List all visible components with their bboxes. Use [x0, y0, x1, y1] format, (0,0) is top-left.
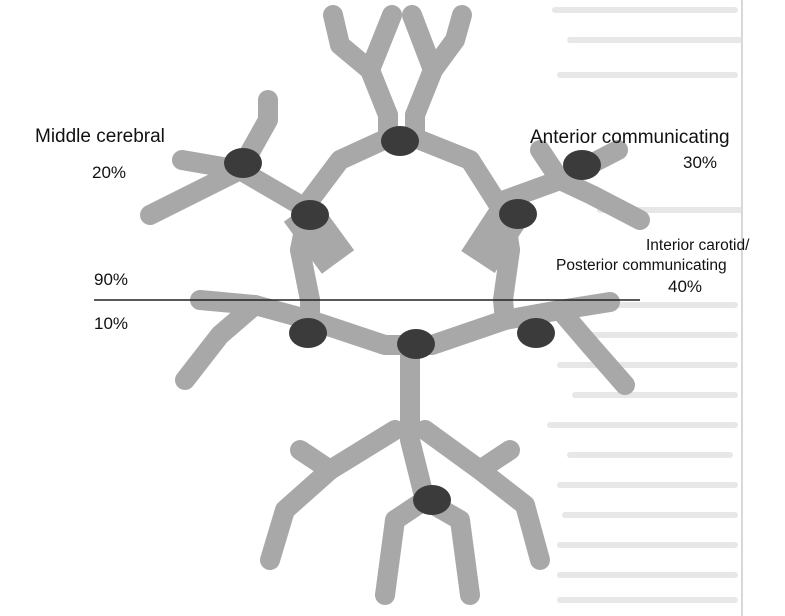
vessel-mca-right-upper	[540, 150, 560, 180]
label-interior-carotid: Interior carotid/	[646, 237, 749, 255]
aneurysm-posterior-left	[289, 318, 327, 348]
vessel-aca-right-inner	[412, 15, 433, 70]
label-middle-cerebral: Middle cerebral	[35, 126, 165, 148]
label-middle-cerebral-pct: 20%	[92, 163, 126, 183]
vessel-branch-left-small	[300, 450, 330, 470]
aneurysm-carotid-left	[291, 200, 329, 230]
vessel-mca-left-lower	[150, 170, 240, 215]
aneurysm-vertebral-junction	[413, 485, 451, 515]
vessel-mca-right-lower	[560, 180, 640, 220]
label-anterior-communicating: Anterior communicating	[530, 127, 730, 149]
aneurysm-posterior-right	[517, 318, 555, 348]
aneurysm-middle-cerebral-left	[224, 148, 262, 178]
aneurysm-middle-cerebral-right	[563, 150, 601, 180]
vessel-superior-cerebellar-left	[270, 430, 395, 560]
label-anterior-communicating-pct: 30%	[683, 153, 717, 173]
aneurysm-basilar-tip	[397, 329, 435, 359]
vessel-vertebral-left	[385, 500, 425, 595]
label-posterior-circulation-pct: 10%	[94, 314, 128, 334]
vessel-pca-right-lower	[560, 310, 625, 385]
aneurysm-carotid-right	[499, 199, 537, 229]
vessel-branch-right-small	[480, 450, 510, 470]
aneurysm-anterior-communicating	[381, 126, 419, 156]
vessel-pca-left-lower	[185, 305, 255, 380]
label-carotid-posterior-pct: 40%	[668, 277, 702, 297]
label-posterior-communicating: Posterior communicating	[556, 257, 727, 275]
label-anterior-circulation-pct: 90%	[94, 270, 128, 290]
vessel-network	[150, 15, 640, 595]
vessel-aca-left-inner	[370, 15, 392, 70]
